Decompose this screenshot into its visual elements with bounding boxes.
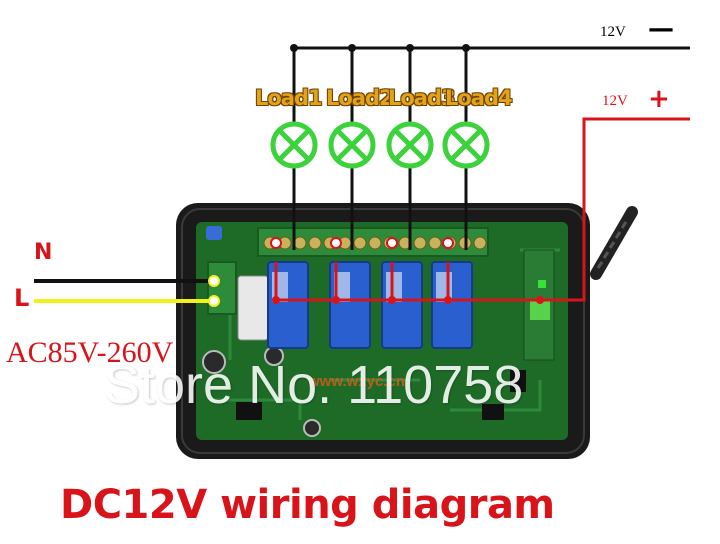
relay-contact-dots: [270, 237, 454, 249]
pcb-traces: [210, 248, 560, 420]
blue-capacitor: [206, 226, 222, 240]
load2-label: Load2: [326, 86, 394, 110]
lamp-1: [270, 121, 318, 169]
lamp-2: [328, 121, 376, 169]
chip: [482, 404, 504, 420]
website-watermark: www.wxyc.cn: [308, 373, 405, 390]
live-terminal-dot: [208, 295, 220, 307]
minus-symbol: —: [648, 14, 674, 44]
positive-voltage-label: 12V: [602, 93, 628, 109]
neutral-label: N: [34, 240, 53, 265]
positive-rail-wire: [274, 117, 690, 302]
load1-label: Load1: [255, 86, 323, 110]
relays: [267, 261, 473, 349]
diagram-title: DC12V wiring diagram: [60, 482, 555, 528]
negative-voltage-label: 12V: [600, 24, 626, 40]
neutral-terminal-dot: [208, 275, 220, 287]
lamp-4: [442, 121, 490, 169]
chip: [236, 402, 262, 420]
store-watermark: Store No. 110758: [104, 355, 524, 415]
load4-label: Load4: [445, 86, 513, 110]
chip: [510, 370, 526, 392]
electrolytic-capacitor: [202, 350, 226, 374]
negative-drops: [292, 48, 468, 250]
lamp-3: [386, 121, 434, 169]
positive-links: [334, 262, 450, 300]
plus-symbol: +: [648, 84, 670, 114]
positive-junctions: [272, 296, 544, 304]
transformer: [237, 275, 269, 341]
live-label: L: [14, 284, 30, 312]
enclosure-rim: [181, 208, 585, 454]
load3-label: Load3: [388, 86, 456, 110]
junction-dots: [290, 44, 470, 52]
electrolytic-capacitor: [303, 419, 321, 437]
load-lamps: [270, 121, 490, 169]
ac-voltage-label: AC85V-260V: [6, 336, 174, 369]
led-indicator: [538, 280, 546, 288]
receiver-chip: [530, 300, 550, 320]
antenna-coil: [590, 206, 638, 280]
